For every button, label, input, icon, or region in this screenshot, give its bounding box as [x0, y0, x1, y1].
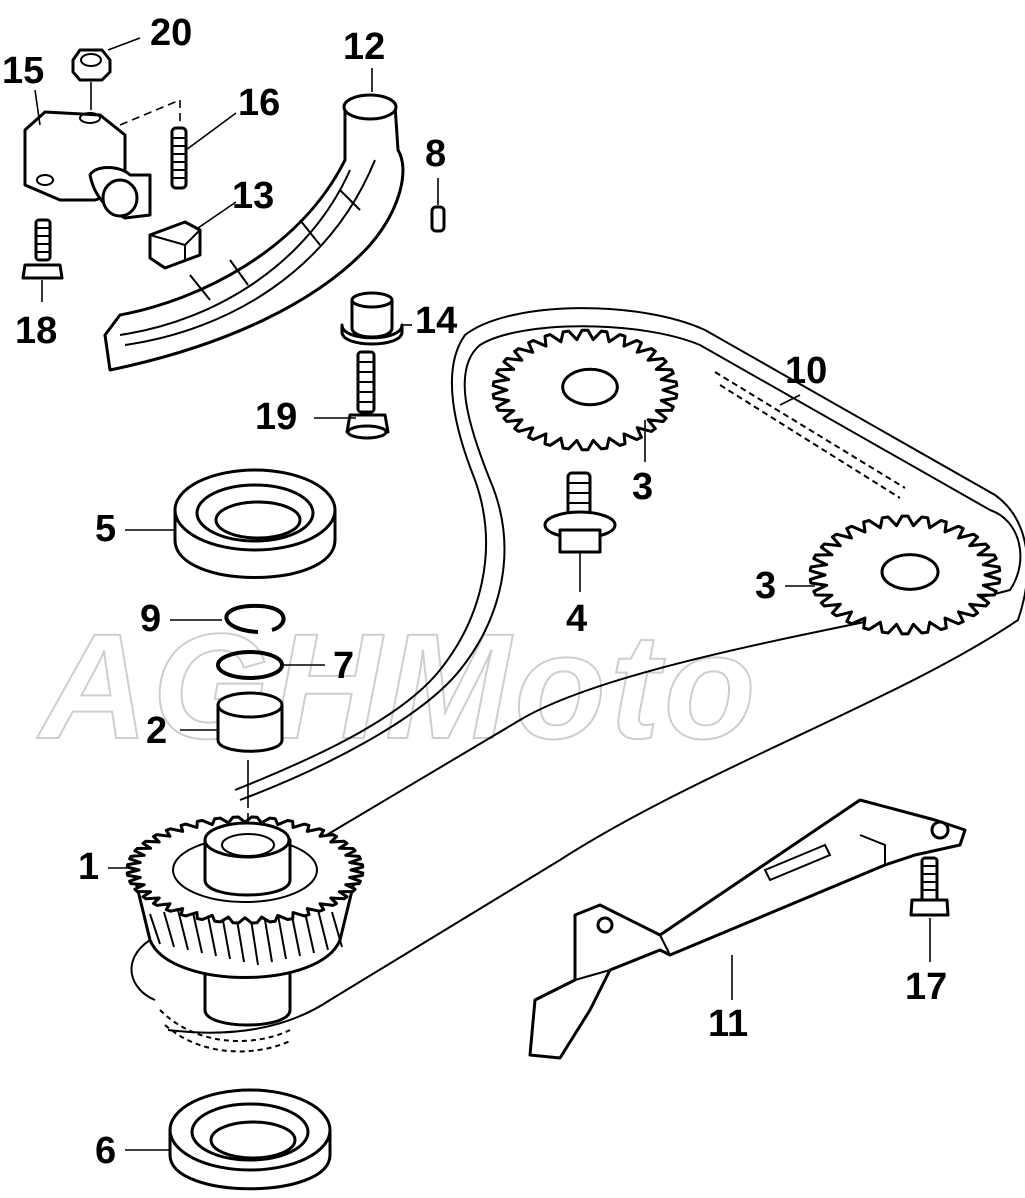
chain-links-lower [159, 1009, 293, 1053]
collar [340, 291, 404, 346]
callout-4: 4 [566, 598, 588, 640]
dowel-pin [430, 205, 446, 233]
bearing-6 [168, 1088, 332, 1191]
chain-links-upper [714, 371, 906, 499]
callout-10: 10 [785, 350, 828, 392]
callout-13: 13 [232, 175, 275, 217]
callout-16: 16 [238, 82, 281, 124]
stud [119, 98, 188, 190]
timing-chain [130, 307, 1025, 1053]
callout-5: 5 [95, 508, 117, 550]
bolt-17 [909, 856, 950, 917]
bolt-18 [21, 218, 64, 280]
leader-lines [34, 37, 931, 1151]
callout-11: 11 [708, 1003, 749, 1045]
camshaft-sprocket-lower [808, 514, 1002, 636]
callout-7: 7 [333, 645, 355, 687]
callout-6: 6 [95, 1130, 117, 1172]
slider-pad [148, 220, 202, 270]
callout-2: 2 [146, 710, 168, 752]
callout-17: 17 [905, 966, 948, 1008]
bolt-4 [543, 471, 617, 554]
camshaft-sprocket-upper [491, 328, 679, 452]
callout-12: 12 [343, 26, 386, 68]
bushing [216, 691, 284, 830]
drive-gear [125, 815, 365, 1027]
callout-8: 8 [425, 133, 447, 175]
callout-3-upper: 3 [632, 466, 654, 508]
chain-tensioner-shoe [103, 93, 405, 372]
callout-14: 14 [415, 300, 458, 342]
bolt-19 [345, 350, 390, 440]
callout-19: 19 [255, 396, 298, 438]
chain-tensioner-body [23, 110, 152, 220]
callout-1: 1 [78, 846, 100, 888]
callout-18: 18 [15, 310, 58, 352]
watermark-logo: AGHMoto [39, 601, 760, 771]
bearing-5 [173, 468, 337, 579]
callout-3-lower: 3 [755, 565, 777, 607]
callout-9: 9 [140, 598, 162, 640]
circlip [224, 603, 286, 634]
nut [71, 48, 112, 110]
o-ring [216, 650, 284, 680]
chain-guide [528, 798, 967, 1060]
callout-15: 15 [2, 50, 45, 92]
callout-20: 20 [150, 12, 193, 54]
